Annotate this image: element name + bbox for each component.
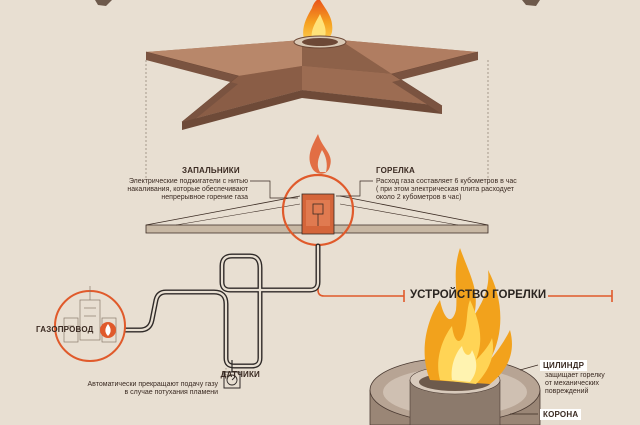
pipe-vertical xyxy=(317,245,400,297)
sensors-line-1: Автоматически прекращают подачу газу xyxy=(87,381,219,388)
sensors-title: ДАТЧИКИ xyxy=(220,370,260,379)
burner-title: ГОРЕЛКА xyxy=(376,166,415,175)
burner-line-1: Расход газа составляет 6 кубометров в ча… xyxy=(376,178,517,185)
cylinder-line-2: от механических xyxy=(545,380,600,388)
igniters-line-3: непрерывное горение газа xyxy=(161,194,248,202)
gas-pipeline-circle xyxy=(54,286,126,362)
crown-label: КОРОНА xyxy=(540,409,582,420)
cylinder-line-1: защищает горелку xyxy=(545,372,605,379)
igniters-description: Электрические поджигатели с нитью накали… xyxy=(98,178,248,203)
gas-pipeline-label: ГАЗОПРОВОД xyxy=(36,325,94,334)
burner-line-3: около 2 кубометров в час) xyxy=(376,194,462,202)
main-title: УСТРОЙСТВО ГОРЕЛКИ xyxy=(410,289,547,301)
cylinder-description: защищает горелку от механических поврежд… xyxy=(545,372,625,397)
igniters-line-2: накаливания, которые обеспечивают xyxy=(127,186,248,194)
burner-description: Расход газа составляет 6 кубометров в ча… xyxy=(376,178,576,203)
sensors-description: Автоматически прекращают подачу газу в с… xyxy=(66,381,219,397)
top-flame-icon xyxy=(303,0,333,46)
burner-line-2: ( при этом электрическая плита расходует xyxy=(376,186,515,194)
star-monument xyxy=(145,35,479,130)
corner-mark-left-icon xyxy=(95,0,112,6)
big-flames-icon xyxy=(424,248,512,384)
sensors-line-2: в случае потухания пламени xyxy=(124,389,218,397)
flame-emblem-icon xyxy=(309,134,331,174)
burner-unit-icon xyxy=(301,193,335,235)
sensor-gauge-icon xyxy=(223,360,241,389)
corner-mark-right-icon xyxy=(522,0,540,6)
gas-pipe xyxy=(113,243,321,369)
igniters-line-1: Электрические поджигатели с нитью xyxy=(128,178,248,185)
cylinder-title: ЦИЛИНДР xyxy=(540,360,588,371)
igniters-title: ЗАПАЛЬНИКИ xyxy=(182,166,240,175)
burner-leader xyxy=(336,180,373,197)
igniters-leader xyxy=(250,180,298,199)
cylinder-line-3: повреждений xyxy=(545,388,589,396)
